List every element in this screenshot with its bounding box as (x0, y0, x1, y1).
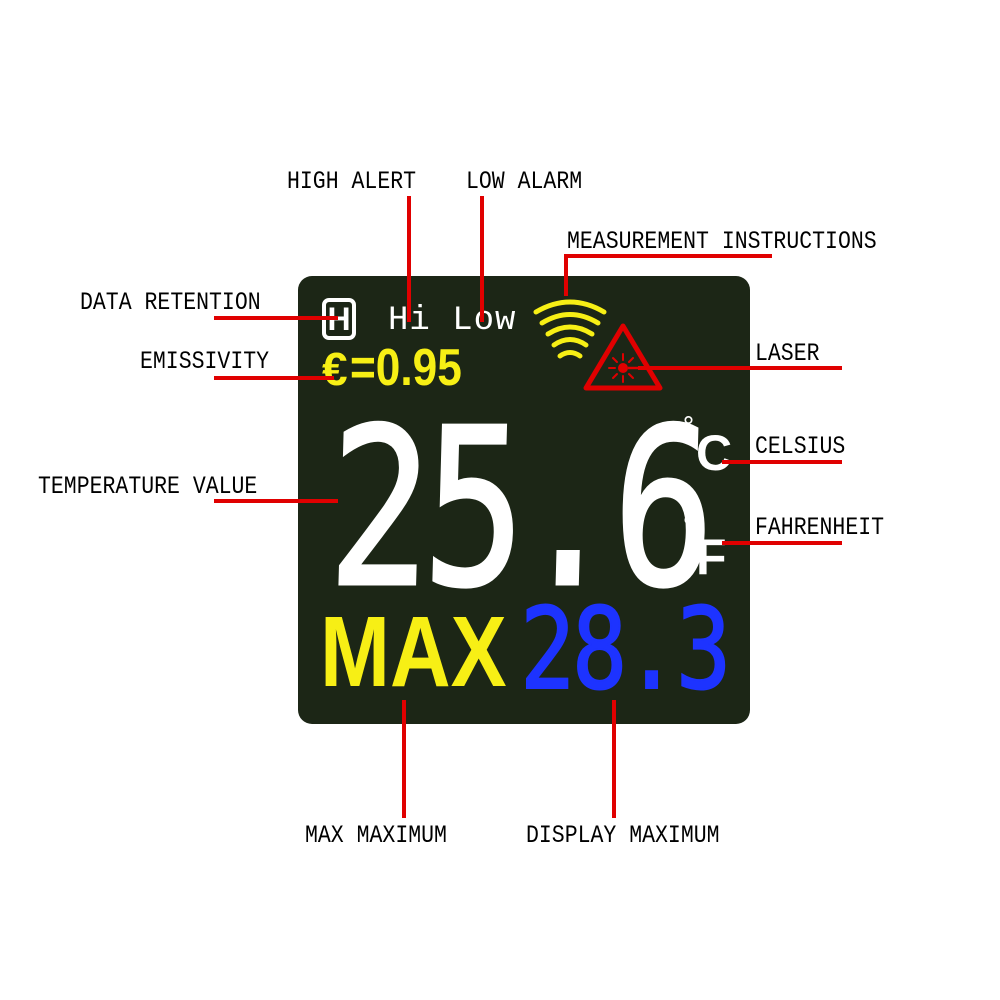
max-value: 28.3 (519, 585, 732, 715)
callout-fahrenheit: FAHRENHEIT (755, 513, 885, 542)
max-label: MAX (320, 596, 507, 708)
callout-temperature-value: TEMPERATURE VALUE (38, 472, 258, 501)
emissivity-symbol: € (322, 343, 348, 395)
callout-low-alarm: LOW ALARM (466, 167, 583, 196)
fahrenheit-unit: F (696, 529, 727, 585)
emissivity-value: =0.95 (350, 339, 462, 397)
leader-measurement-instructions (564, 254, 772, 296)
celsius-unit: C (696, 425, 733, 481)
callout-measurement-instructions: MEASUREMENT INSTRUCTIONS (567, 227, 877, 256)
callout-high-alert: HIGH ALERT (287, 167, 417, 196)
celsius-degree-symbol: ° (682, 412, 695, 442)
fahrenheit-degree-symbol: ° (682, 512, 695, 542)
callout-max-maximum: MAX MAXIMUM (305, 821, 447, 850)
measuring-signal-icon (533, 299, 607, 359)
callout-emissivity: EMISSIVITY (140, 347, 270, 376)
callout-celsius: CELSIUS (755, 432, 846, 461)
callout-laser: LASER (755, 339, 820, 368)
callout-data-retention: DATA RETENTION (80, 288, 261, 317)
thermometer-screen: H Hi Low € =0.95 25.6 ° C ° F MAX 28 (298, 276, 750, 724)
callout-display-maximum: DISPLAY MAXIMUM (526, 821, 720, 850)
hold-icon-letter: H (327, 301, 351, 337)
